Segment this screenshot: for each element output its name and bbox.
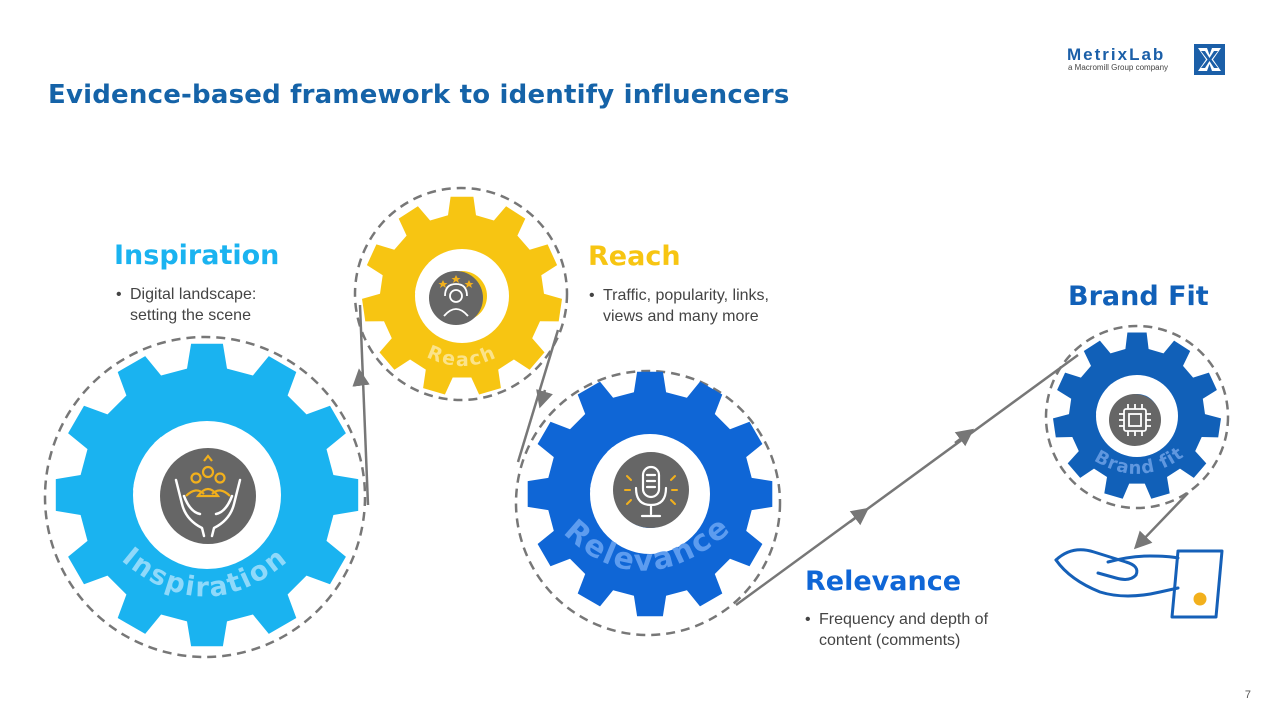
page-number: 7 xyxy=(1244,689,1251,701)
logo-tagline: a Macromill Group company xyxy=(1068,63,1169,72)
microphone-icon xyxy=(634,465,668,518)
people-group-icon xyxy=(185,454,231,498)
person-stars-icon xyxy=(443,283,469,317)
relevance-dashed-ring xyxy=(514,369,782,637)
chip-icon xyxy=(1119,404,1151,436)
open-hand-icon xyxy=(1054,548,1224,619)
inspiration-heading: Inspiration xyxy=(114,240,280,271)
sound-lines-icon xyxy=(624,475,678,505)
relevance-bullet: Frequency and depth of content (comments… xyxy=(819,609,988,651)
metrixlab-logo: MetrixLab a Macromill Group company xyxy=(1067,44,1227,78)
page-title: Evidence-based framework to identify inf… xyxy=(48,80,790,110)
reach-heading: Reach xyxy=(588,241,681,272)
stars-icon xyxy=(438,275,474,288)
reach-center xyxy=(429,271,483,325)
reach-bullet-line2: views and many more xyxy=(603,308,759,325)
reach-bullet: Traffic, popularity, links, views and ma… xyxy=(603,285,769,327)
brandfit-dashed-ring xyxy=(1044,324,1230,510)
logo-mark-icon xyxy=(1194,44,1225,75)
connector-lines xyxy=(352,304,1189,607)
hands-people-icon xyxy=(174,478,242,538)
inspiration-dashed-ring xyxy=(43,335,367,659)
brandfit-heading: Brand Fit xyxy=(1068,281,1209,312)
relevance-center xyxy=(613,452,689,528)
relevance-bullet-line1: Frequency and depth of xyxy=(819,609,988,630)
relevance-bullet-line2: content (comments) xyxy=(819,632,961,649)
inspiration-bullet-line2: setting the scene xyxy=(130,307,251,324)
inspiration-bullet: Digital landscape: setting the scene xyxy=(130,284,256,326)
brandfit-center xyxy=(1109,394,1161,446)
relevance-heading: Relevance xyxy=(805,566,962,597)
reach-bullet-line1: Traffic, popularity, links, xyxy=(603,285,769,306)
inspiration-bullet-line1: Digital landscape: xyxy=(130,284,256,305)
reach-dashed-ring xyxy=(353,186,569,402)
logo-wordmark: MetrixLab xyxy=(1067,45,1166,64)
inspiration-center xyxy=(160,448,256,544)
